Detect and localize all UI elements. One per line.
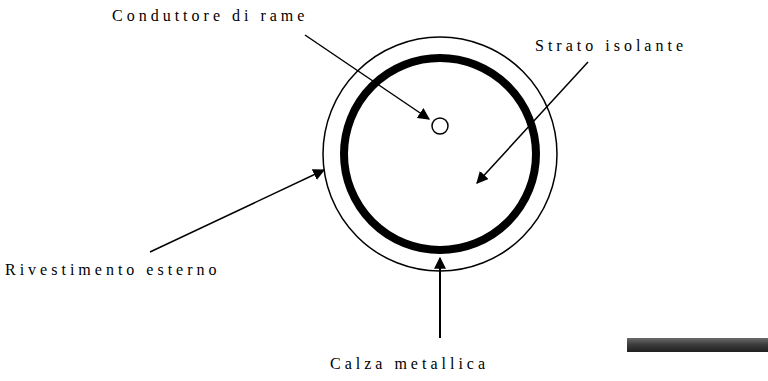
copper-conductor (432, 118, 448, 134)
metal-braid (344, 58, 536, 250)
outer-jacket (323, 37, 557, 271)
leader-line (439, 258, 441, 338)
part-label: Rivestimento esterno (5, 262, 221, 278)
part-label: Conduttore di rame (112, 8, 308, 24)
leader-line (150, 170, 324, 252)
leader-line (477, 62, 588, 183)
part-label: Strato isolante (535, 38, 687, 54)
leader-line (305, 35, 429, 119)
part-label: Calza metallica (330, 356, 489, 372)
cable-photo (627, 338, 768, 352)
